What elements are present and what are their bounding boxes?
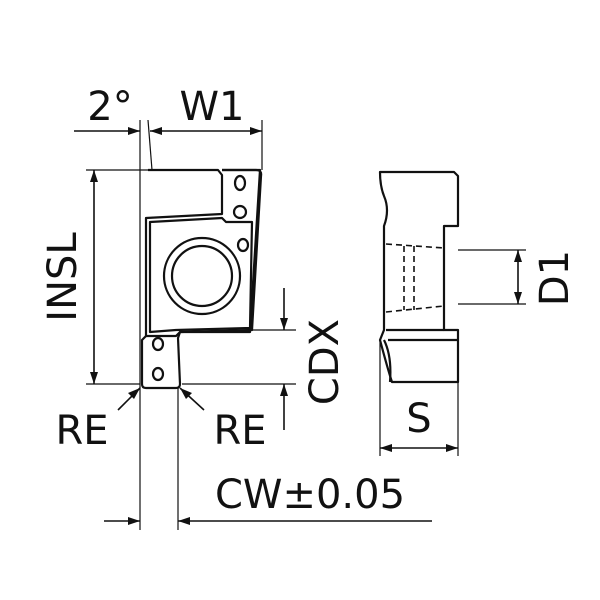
oval-hole-2 [232,204,248,220]
cw-arrow-right [178,517,190,525]
angle-label: 2° [87,84,132,130]
oval-hole-1 [233,174,247,192]
w1-arrow-left [150,127,162,135]
cdx-arrow-top [280,318,288,330]
side-view-chip-curve [383,339,392,383]
re-right-label: RE [213,408,266,454]
d1-dimension [458,249,526,305]
insert-side-view [378,170,460,384]
cdx-arrow-bottom [280,384,288,396]
re-left-arrow [128,388,140,399]
front-view-dimensions [74,119,432,530]
oval-hole-4 [151,336,165,352]
screw-hole-inner [170,244,234,308]
cdx-label: CDX [302,319,348,405]
s-arrow-right [446,444,458,452]
re-right-arrow [180,388,192,399]
insert-upper-body [144,168,262,338]
oval-hole-5 [151,366,165,382]
insert-front-view [140,168,263,390]
d1-arrow-top [514,250,522,262]
insert-outline [140,168,263,390]
side-view-outline [378,170,460,384]
s-label: S [406,396,431,442]
s-dimension [379,340,459,456]
insert-pocket [148,216,254,334]
w1-arrow-right [250,127,262,135]
cw-arrow-left [128,517,140,525]
w1-label: W1 [180,84,245,130]
d1-arrow-bottom [514,292,522,304]
insl-arrow-bottom [90,372,98,384]
hidden-hole-top [385,243,445,249]
s-arrow-left [380,444,392,452]
oval-hole-3 [236,237,250,253]
re-left-label: RE [55,408,108,454]
hidden-hole-bottom [385,305,445,313]
insl-label: INSL [40,232,86,322]
d1-label: D1 [532,250,578,306]
cw-label: CW±0.05 [215,472,405,518]
extension-line-angle [147,119,153,171]
insl-arrow-top [90,170,98,182]
angle-arrow [128,127,140,135]
screw-hole-outer [162,236,242,316]
